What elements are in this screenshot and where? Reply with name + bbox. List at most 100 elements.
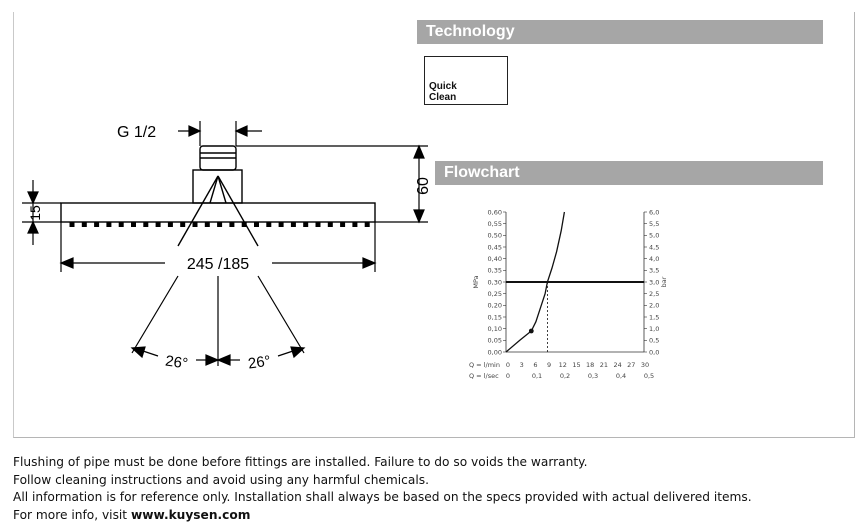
y-right-tick-label: 2,0 — [649, 302, 659, 310]
y-right-tick-label: 3,0 — [649, 278, 659, 286]
y-right-tick-label: 4,0 — [649, 255, 659, 263]
chart-y-ticks-mpa: 0,00 0,05 0,10 0,15 0,20 0,25 0,30 0,35 0,40 0,45… — [488, 208, 506, 356]
x-tick-label-lmin: 0 — [506, 361, 510, 369]
flow-curve — [505, 211, 566, 353]
diameter-dimension — [59, 222, 377, 272]
y-tick-label: 0,25 — [488, 290, 502, 298]
y-right-tick-label: 5,0 — [649, 232, 659, 240]
angle-right-label: 26° — [247, 353, 272, 373]
x-tick-label-lsec: 0,1 — [532, 372, 542, 380]
thickness-dimension — [22, 180, 61, 245]
nozzle — [352, 222, 358, 227]
chart-xlabel-lsec: Q = l/sec — [469, 372, 499, 380]
y-tick-label: 0,10 — [488, 325, 502, 333]
diameter-label: 245 /185 — [187, 256, 249, 273]
nozzle — [106, 222, 112, 227]
nozzle — [94, 222, 100, 227]
y-tick-label: 0,35 — [488, 267, 502, 275]
flowchart-header: Flowchart — [435, 161, 823, 185]
chart-xlabel-lmin: Q = l/min — [469, 361, 500, 369]
y-tick-label: 0,55 — [488, 220, 502, 228]
x-tick-label-lsec: 0,5 — [644, 372, 654, 380]
flowchart: 0,000,050,100,150,200,250,300,350,400,45… — [469, 208, 668, 380]
note-line-1: Flushing of pipe must be done before fit… — [13, 455, 588, 469]
y-right-tick-label: 2,5 — [649, 290, 659, 298]
nozzle — [204, 222, 210, 227]
shower-joint — [192, 169, 243, 204]
y-right-tick-label: 0,0 — [649, 348, 659, 356]
nozzle — [143, 222, 149, 227]
x-tick-label-lsec: 0,3 — [588, 372, 598, 380]
shower-plate — [60, 202, 376, 223]
nozzle — [192, 222, 198, 227]
y-tick-label: 0,00 — [488, 348, 502, 356]
nozzle — [364, 222, 370, 227]
x-tick-label-lsec: 0 — [506, 372, 510, 380]
x-tick-label-lsec: 0,2 — [560, 372, 570, 380]
badge-line-1: Quick — [429, 81, 457, 92]
x-tick-label-lmin: 18 — [586, 361, 594, 369]
nozzle — [217, 222, 223, 227]
nozzle — [254, 222, 259, 227]
nozzle — [327, 222, 333, 227]
chart-ylabel-right: bar — [660, 276, 668, 287]
y-tick-label: 0,30 — [488, 278, 502, 286]
note-line-4: For more info, visit www.kuysen.com — [13, 507, 853, 525]
x-tick-label-lmin: 27 — [627, 361, 635, 369]
note-line-2: Follow cleaning instructions and avoid u… — [13, 472, 429, 487]
nozzle — [278, 222, 284, 227]
inlet-dimension — [178, 121, 262, 146]
nozzle — [266, 222, 272, 227]
chart-y-ticks-bar: 0,00,51,01,52,02,53,03,54,04,55,05,56,0 — [644, 208, 659, 356]
website-link[interactable]: www.kuysen.com — [130, 507, 251, 522]
y-tick-label: 0,05 — [488, 337, 502, 345]
height-dimension — [236, 144, 428, 224]
nozzle — [81, 222, 87, 227]
quick-clean-badge: Quick Clean — [424, 56, 508, 105]
badge-line-2: Clean — [429, 92, 457, 103]
nozzle — [69, 222, 75, 227]
y-tick-label: 0,50 — [488, 232, 502, 240]
x-tick-label-lmin: 15 — [572, 361, 580, 369]
nozzle — [118, 222, 124, 227]
y-right-tick-label: 1,0 — [649, 325, 659, 333]
content-frame — [13, 12, 855, 438]
nozzle — [131, 222, 136, 227]
x-tick-label-lmin: 3 — [520, 361, 524, 369]
x-tick-label-lsec: 0,4 — [616, 372, 626, 380]
y-right-tick-label: 4,5 — [649, 243, 659, 251]
technology-header: Technology — [417, 20, 823, 44]
quick-clean-text: Quick Clean — [429, 81, 457, 103]
nozzle — [315, 222, 321, 227]
chart-ylabel-left: MPa — [472, 275, 480, 288]
x-tick-label-lmin: 6 — [533, 361, 537, 369]
flow-curve-marker — [528, 328, 534, 334]
note-line-4-prefix: For more info, visit — [13, 507, 131, 522]
note-line-3: All information is for reference only. I… — [13, 490, 752, 504]
spray-angle-lines — [130, 275, 306, 366]
notes: Flushing of pipe must be done before fit… — [13, 454, 853, 524]
y-tick-label: 0,15 — [488, 313, 502, 321]
nozzle — [155, 222, 161, 227]
nozzle — [241, 222, 247, 227]
y-right-tick-label: 6,0 — [649, 208, 659, 216]
y-tick-label: 0,40 — [488, 255, 502, 263]
x-tick-label-lmin: 12 — [559, 361, 567, 369]
y-tick-label: 0,20 — [488, 302, 502, 310]
y-right-tick-label: 1,5 — [649, 313, 659, 321]
nozzle — [303, 222, 309, 227]
shower-nozzles — [69, 222, 370, 227]
nozzle — [290, 222, 296, 227]
y-tick-label: 0,60 — [488, 208, 502, 216]
x-tick-label-lmin: 30 — [641, 361, 649, 369]
y-right-tick-label: 5,5 — [649, 220, 659, 228]
x-tick-label-lmin: 21 — [600, 361, 608, 369]
height-label: 60 — [415, 177, 432, 195]
angle-left-label: 26° — [164, 353, 189, 373]
inlet-label: G 1/2 — [117, 124, 156, 141]
nozzle — [180, 222, 186, 227]
shower-head-outline — [60, 145, 376, 247]
x-tick-label-lmin: 9 — [547, 361, 551, 369]
y-tick-label: 0,45 — [488, 243, 502, 251]
